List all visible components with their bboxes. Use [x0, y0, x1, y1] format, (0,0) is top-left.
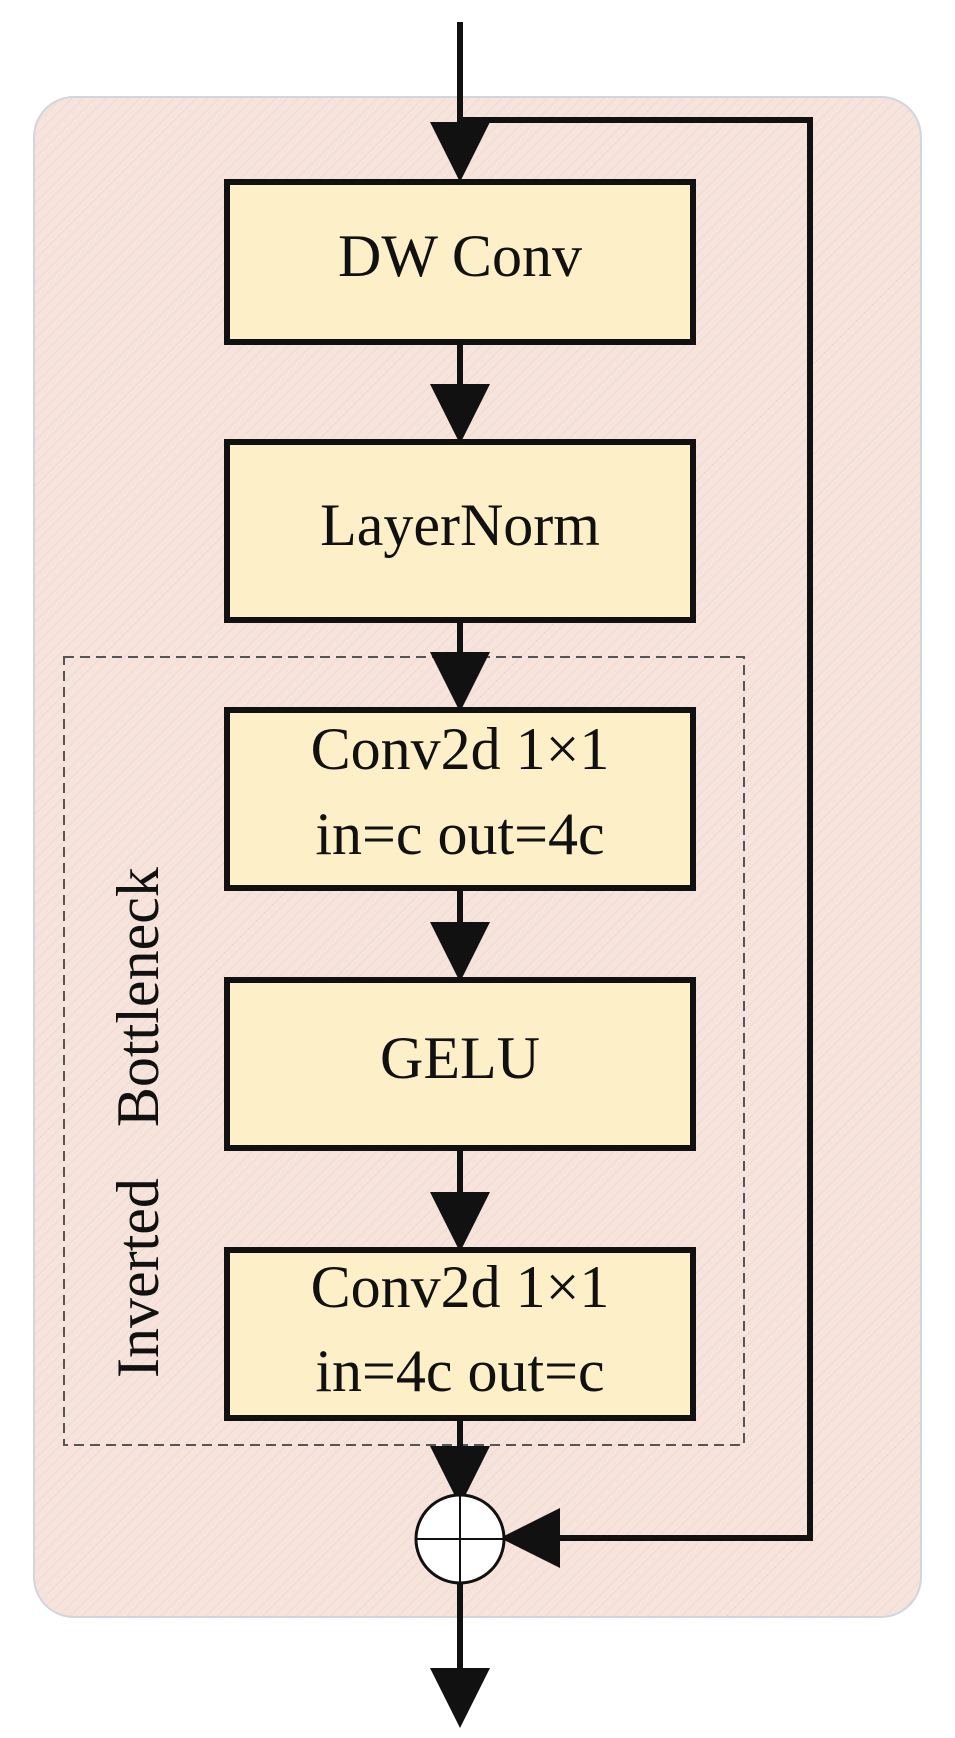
node-gelu: GELU	[224, 977, 696, 1151]
svg-text:Inverted Bottleneck: Inverted Bottleneck	[105, 867, 171, 1378]
node-gelu-box	[224, 977, 696, 1151]
node-dw-conv-label: DW Conv	[338, 223, 582, 289]
node-conv-project: Conv2d 1×1 in=4c out=c	[224, 1247, 696, 1421]
node-conv-project-box	[224, 1247, 696, 1421]
node-layernorm: LayerNorm	[224, 439, 696, 623]
node-conv-expand: Conv2d 1×1 in=c out=4c	[224, 707, 696, 891]
node-layernorm-label: LayerNorm	[320, 492, 600, 558]
node-gelu-label: GELU	[380, 1025, 540, 1091]
node-conv-expand-box	[224, 707, 696, 891]
inverted-bottleneck-group	[63, 656, 745, 1446]
adder-circle-plus-icon	[414, 1493, 506, 1585]
edges	[430, 22, 813, 1728]
group-label-word-2: Bottleneck	[105, 867, 171, 1127]
node-conv-expand-line-1: Conv2d 1×1	[311, 716, 610, 782]
edge-residual-skip	[462, 117, 813, 1568]
group-label-word-1: Inverted	[105, 1178, 171, 1378]
node-conv-project-line-1: Conv2d 1×1	[311, 1254, 610, 1320]
node-dw-conv: DW Conv	[224, 179, 696, 345]
inverted-bottleneck-label: Inverted Bottleneck	[105, 867, 171, 1378]
node-conv-project-line-2: in=4c out=c	[315, 1338, 604, 1404]
node-dw-conv-box	[224, 179, 696, 345]
node-conv-expand-line-2: in=c out=4c	[315, 801, 604, 867]
node-layernorm-box	[224, 439, 696, 623]
